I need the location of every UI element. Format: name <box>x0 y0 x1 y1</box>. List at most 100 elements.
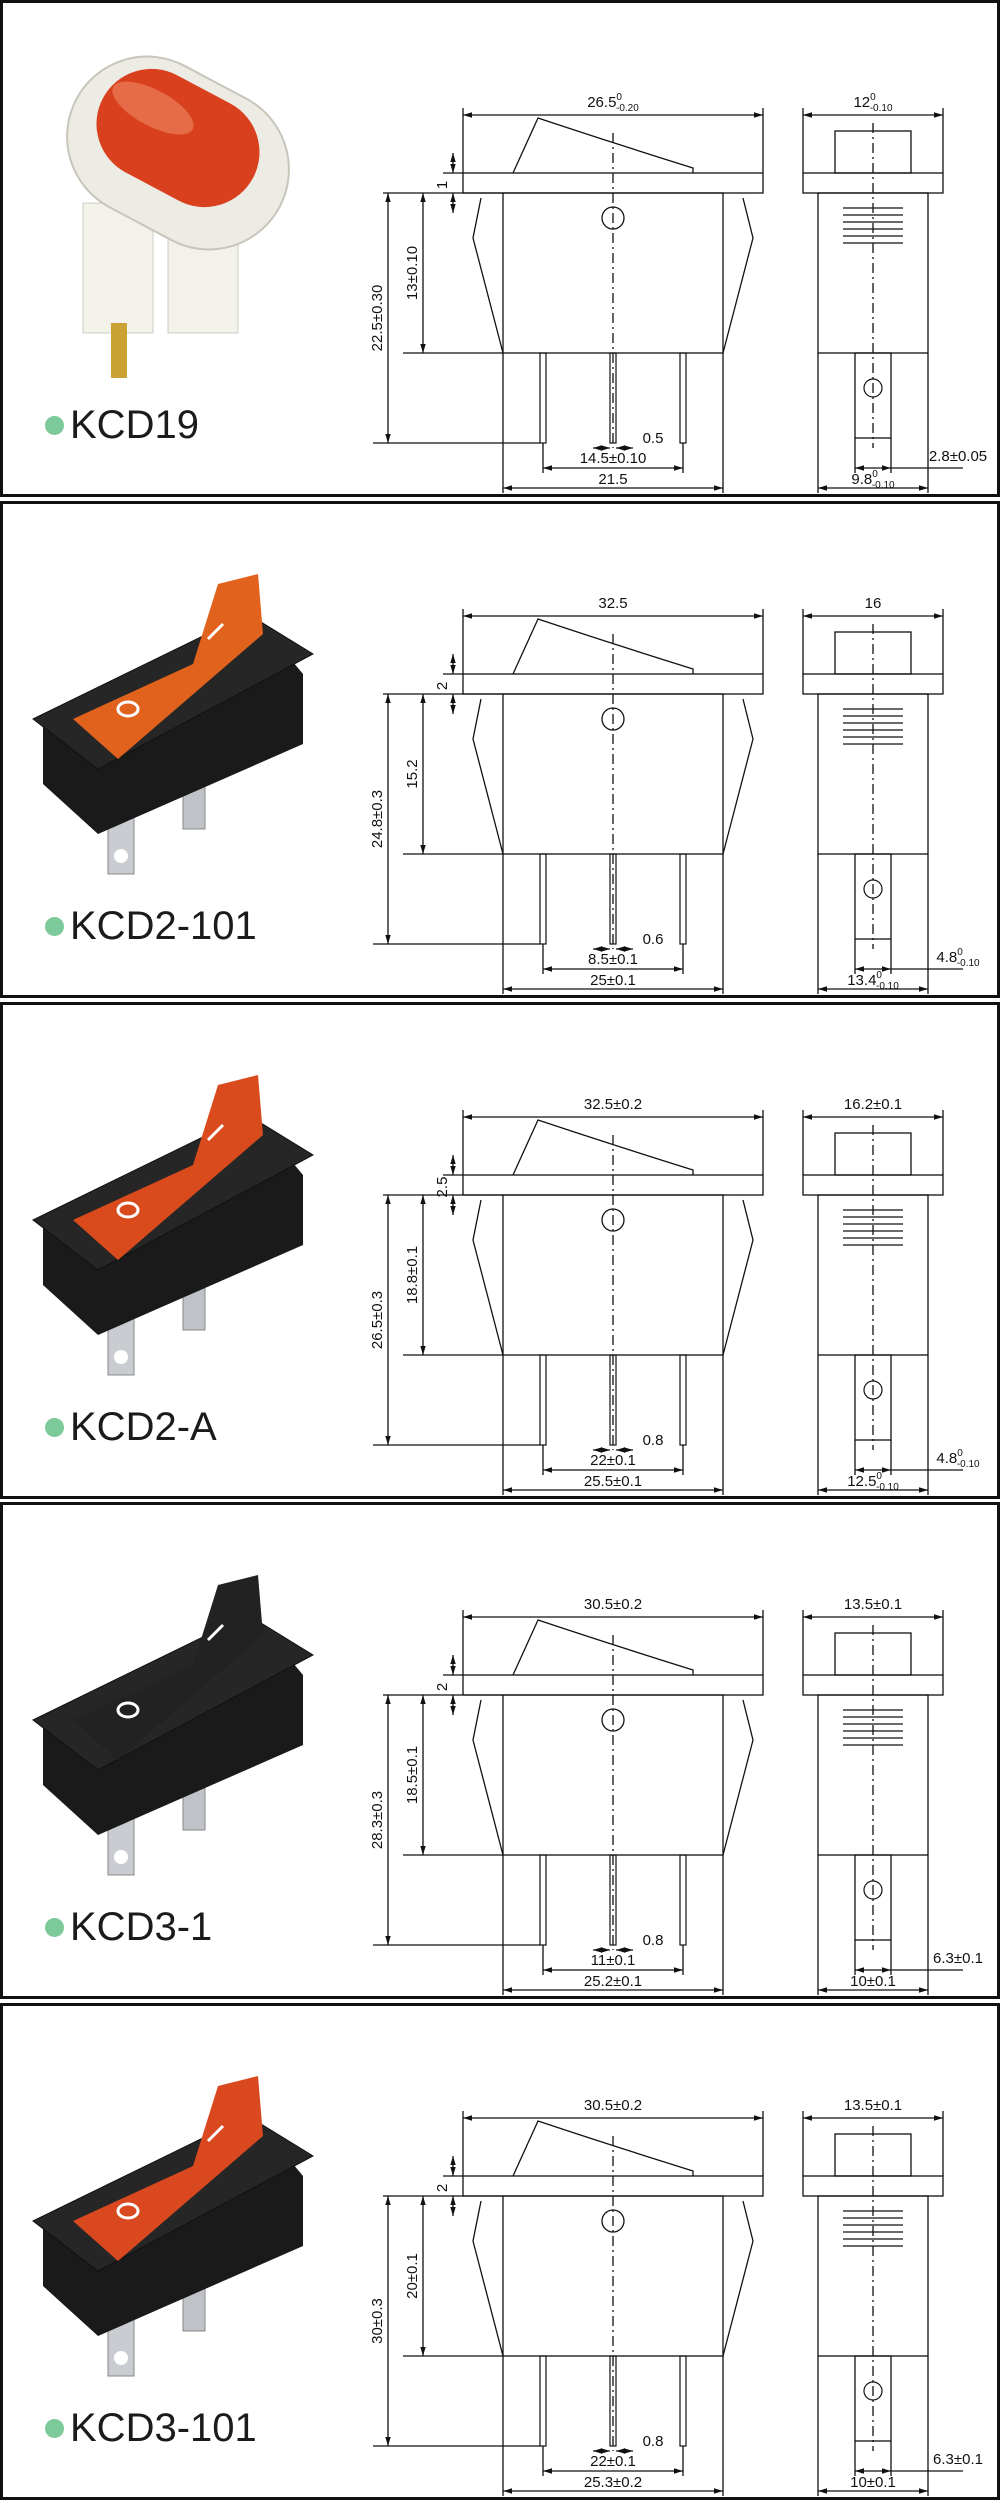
upper-tolerance: 0 <box>876 970 882 981</box>
dim-side-width: 16.2±0.1 <box>844 1096 902 1113</box>
terminal-pin <box>539 1353 547 1446</box>
side-view: 13.5±0.16.3±0.110±0.1 <box>802 2097 983 2496</box>
terminal-pin <box>679 1854 687 1946</box>
panel-graphics: 32.5±0.22.518.8±0.126.5±0.30.822±0.125.5… <box>32 1074 980 1495</box>
nominal-value: 4.8 <box>936 949 957 966</box>
model-name: KCD19 <box>70 403 199 447</box>
product-photo <box>32 2076 315 2377</box>
terminal <box>111 323 127 378</box>
nominal-value: 9.8 <box>851 471 872 488</box>
panel-graphics: 30.5±0.2220±0.130±0.30.822±0.125.3±0.213… <box>32 2076 983 2496</box>
dim-side-body-width: 10±0.1 <box>850 2474 896 2491</box>
bullet-dot-icon <box>45 916 64 936</box>
on-mark-icon <box>206 1624 225 1642</box>
dim-pin-spacing: 22±0.1 <box>590 2453 636 2470</box>
model-name: KCD2-101 <box>70 903 257 948</box>
bullet-dot-icon <box>45 1918 64 1938</box>
technical-drawing: 30.5±0.2218.5±0.128.3±0.30.811±0.125.2±0… <box>369 1596 983 1996</box>
dim-body-height: 13±0.10 <box>404 246 421 300</box>
dim-pin-spacing: 14.5±0.10 <box>580 450 647 467</box>
lower-tolerance: -0.10 <box>876 1482 899 1493</box>
rocker-outline <box>512 1118 694 1175</box>
on-mark-icon <box>206 1123 225 1141</box>
nominal-value: 12 <box>853 94 870 111</box>
dim-pin-width: 0.8 <box>643 1432 664 1449</box>
technical-drawing: 26.50-0.20113±0.1022.5±0.300.514.5±0.102… <box>369 92 987 493</box>
off-mark-icon <box>116 2202 140 2220</box>
dim-pin-spacing: 8.5±0.1 <box>588 951 638 968</box>
upper-tolerance: 0 <box>876 1471 882 1482</box>
dim-body-height: 20±0.1 <box>404 2253 421 2299</box>
dim-pin-width: 0.5 <box>643 430 664 447</box>
dim-body-height: 15.2 <box>404 759 421 788</box>
dim-body-width: 25±0.1 <box>590 972 636 989</box>
product-photo <box>32 573 315 875</box>
mounting-mark <box>601 1708 625 1732</box>
lower-tolerance: -0.10 <box>957 958 980 969</box>
dim-flange-thickness: 1 <box>434 181 451 189</box>
terminal-hole <box>114 2351 128 2365</box>
dim-side-width: 120-0.10 <box>853 92 892 114</box>
dim-side-width: 13.5±0.1 <box>844 1596 902 1613</box>
dim-total-height: 24.8±0.3 <box>369 790 386 848</box>
model-name: KCD3-1 <box>70 1905 213 1950</box>
dim-total-height: 22.5±0.30 <box>369 285 386 352</box>
dim-side-width: 16 <box>865 595 882 612</box>
dim-body-height: 18.5±0.1 <box>404 1746 421 1804</box>
nominal-value: 13.4 <box>847 972 876 989</box>
rocker-outline <box>512 2120 694 2177</box>
dim-total-height: 26.5±0.3 <box>369 1290 386 1348</box>
dim-pin-width: 0.8 <box>643 2433 664 2450</box>
technical-drawing: 30.5±0.2220±0.130±0.30.822±0.125.3±0.213… <box>369 2097 983 2496</box>
off-mark-icon <box>116 1701 140 1719</box>
rocker-outline <box>512 617 694 675</box>
panel-graphics: 26.50-0.20113±0.1022.5±0.300.514.5±0.102… <box>66 55 987 493</box>
bullet-dot-icon <box>45 1417 64 1437</box>
terminal-hole <box>114 1349 128 1364</box>
bullet-dot-icon <box>45 416 64 435</box>
dim-terminal-width: 6.3±0.1 <box>933 2451 983 2468</box>
front-view: 32.5±0.22.518.8±0.126.5±0.30.822±0.125.5… <box>369 1096 764 1495</box>
dim-side-body-width: 13.40-0.10 <box>847 970 899 992</box>
mounting-mark <box>601 2209 625 2233</box>
dim-terminal-width: 6.3±0.1 <box>933 1950 983 1967</box>
upper-tolerance: 0 <box>616 92 622 103</box>
terminal-pin <box>539 2355 547 2447</box>
dim-overall-width: 30.5±0.2 <box>584 2097 642 2114</box>
dim-pin-spacing: 22±0.1 <box>590 1452 636 1469</box>
dim-body-width: 25.5±0.1 <box>584 1473 642 1490</box>
lower-tolerance: -0.20 <box>616 103 639 114</box>
model-label: KCD2-A <box>45 1405 217 1450</box>
dim-body-height: 18.8±0.1 <box>404 1245 421 1303</box>
dim-body-width: 25.2±0.1 <box>584 1973 642 1990</box>
dim-terminal-width: 4.80-0.10 <box>936 947 980 969</box>
upper-tolerance: 0 <box>957 947 963 958</box>
model-label: KCD19 <box>45 403 199 448</box>
dim-side-body-width: 10±0.1 <box>850 1973 896 1990</box>
on-mark-icon <box>206 622 225 640</box>
snap-clip <box>472 2200 754 2357</box>
dim-body-width: 21.5 <box>598 471 627 488</box>
nominal-value: 12.5 <box>847 1473 876 1490</box>
model-label: KCD3-1 <box>45 1905 212 1950</box>
terminal-pin <box>539 1854 547 1946</box>
lower-tolerance: -0.10 <box>870 103 893 114</box>
lower-tolerance: -0.10 <box>876 981 899 992</box>
side-view: 120-0.102.8±0.059.80-0.10 <box>802 92 987 493</box>
product-photo <box>66 55 290 378</box>
lower-tolerance: -0.10 <box>957 1459 980 1470</box>
terminal-pin <box>679 853 687 945</box>
dim-pin-spacing: 11±0.1 <box>591 1952 636 1969</box>
dim-pin-width: 0.8 <box>643 1932 664 1949</box>
bullet-dot-icon <box>45 2419 64 2438</box>
mounting-mark <box>601 206 625 230</box>
technical-drawing: 32.5±0.22.518.8±0.126.5±0.30.822±0.125.5… <box>369 1096 980 1495</box>
